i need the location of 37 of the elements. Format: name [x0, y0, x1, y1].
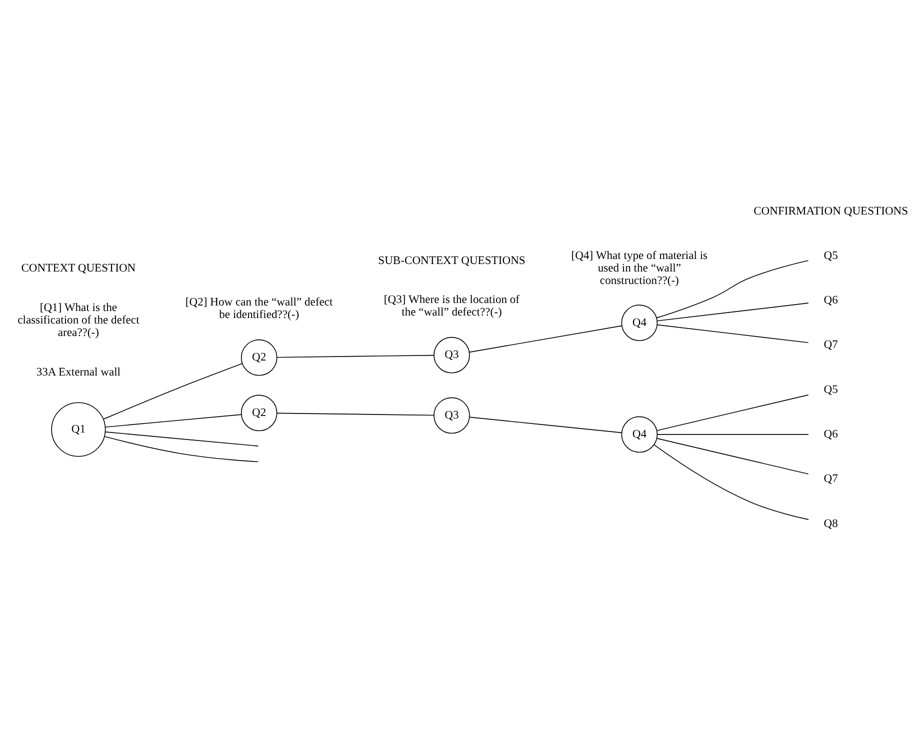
connector	[653, 444, 808, 520]
label: [Q2] How can the “wall” defect be identified??(-)	[184, 296, 332, 322]
node-circle: Q2	[240, 339, 277, 376]
node-text: Q5	[823, 382, 838, 396]
connector	[102, 363, 242, 420]
connector	[468, 325, 622, 353]
node-circle: Q4	[620, 304, 658, 342]
connector	[656, 260, 808, 318]
node-text: Q5	[823, 248, 838, 262]
connector	[656, 324, 808, 344]
label: CONFIRMATION QUESTIONS	[753, 204, 908, 218]
connector	[656, 438, 808, 474]
label: 33A External wall	[36, 366, 120, 379]
connector	[276, 412, 434, 416]
node-text: Q7	[823, 472, 838, 486]
connector	[468, 416, 622, 434]
connector	[656, 394, 808, 431]
node-text: Q6	[823, 294, 838, 307]
label: CONTEXT QUESTION	[20, 261, 136, 274]
label: [Q4] What type of material is used in the “wall” construction??(-)	[570, 248, 708, 287]
node-text: Q7	[823, 338, 838, 352]
connector	[104, 436, 258, 462]
connector	[104, 432, 258, 446]
node-circle: Q2	[240, 394, 277, 432]
node-circle: Q3	[433, 397, 470, 434]
node-text: Q6	[823, 428, 838, 441]
label: [Q3] Where is the location of the “wall” defect??(-)	[383, 293, 520, 319]
node-circle: Q4	[620, 416, 658, 453]
connector	[276, 354, 434, 358]
connector	[656, 302, 808, 322]
node-circle: Q1	[50, 402, 106, 457]
connector	[656, 434, 808, 435]
label: [Q1] What is the classification of the defect area??(-)	[17, 301, 139, 339]
connector	[104, 414, 242, 428]
label: SUB-CONTEXT QUESTIONS	[378, 254, 525, 267]
node-circle: Q3	[433, 336, 470, 374]
node-text: Q8	[823, 516, 838, 530]
